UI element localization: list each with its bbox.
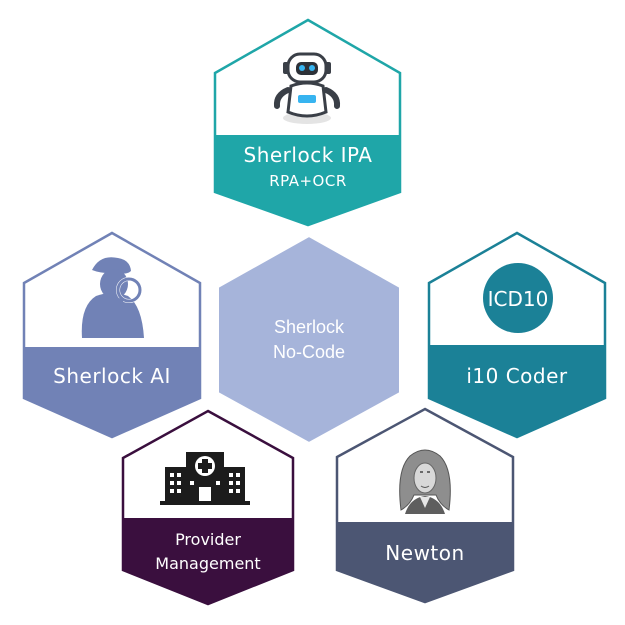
hex-ai-title: Sherlock AI [53,364,171,388]
hex-center-line2: No-Code [273,342,345,362]
detective-magnifier-icon [81,257,144,338]
hex-provider-line1: Provider [175,530,241,549]
icd10-badge-icon: ICD10 [483,263,553,333]
hex-sherlock-ai: Sherlock AI [22,231,202,439]
hex-newton: Newton [335,407,515,604]
isaac-newton-portrait-icon [399,449,451,514]
hex-sherlock-no-code: Sherlock No-Code [217,234,401,445]
hex-provider-management: Provider Management [121,409,295,606]
hex-coder-title: i10 Coder [466,364,568,388]
hex-newton-title: Newton [385,541,464,565]
robot-icon [273,52,341,124]
hex-sherlock-ipa: Sherlock IPA RPA+OCR [213,18,402,227]
hex-ipa-title: Sherlock IPA [244,143,373,167]
hex-i10-coder: ICD10 i10 Coder [427,231,607,439]
hex-provider-line2: Management [155,554,260,573]
hospital-building-icon [160,452,250,505]
hex-ipa-subtitle: RPA+OCR [269,172,347,190]
hex-center-shape[interactable] [217,234,401,445]
hex-center-line1: Sherlock [274,317,345,337]
icd10-badge-text: ICD10 [488,287,549,311]
